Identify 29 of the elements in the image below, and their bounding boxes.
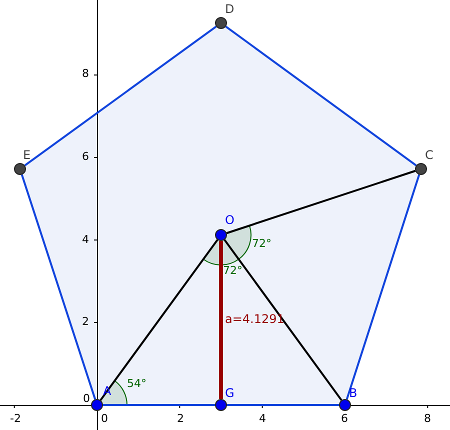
tick-label: 2 xyxy=(82,315,89,329)
tick-label: 6 xyxy=(341,412,348,426)
line-segment xyxy=(346,174,420,400)
tick-label: 0 xyxy=(101,412,108,426)
tick-label: 0 xyxy=(83,392,90,406)
point-label: G xyxy=(225,386,234,400)
line-segment xyxy=(219,241,223,399)
tick-label: 6 xyxy=(82,150,89,164)
point-label: B xyxy=(349,386,358,400)
line-segment xyxy=(226,170,416,234)
angle-label: 54° xyxy=(127,377,146,391)
line-segment xyxy=(224,239,342,401)
point-label: E xyxy=(23,148,31,162)
point-label: D xyxy=(225,2,234,16)
tick-label: 8 xyxy=(424,412,431,426)
tick-label: -2 xyxy=(10,412,21,426)
tick-label: 4 xyxy=(259,412,266,426)
point-label: O xyxy=(225,213,234,227)
tick-label: 4 xyxy=(82,233,89,247)
tick-label: 2 xyxy=(177,412,184,426)
tick-label: 8 xyxy=(82,67,89,81)
line-segment xyxy=(225,26,417,166)
angle-label: 72° xyxy=(252,237,272,251)
line-segment xyxy=(100,239,218,401)
line-segment xyxy=(103,404,339,406)
point-label: C xyxy=(425,148,434,162)
angle-label: 72° xyxy=(223,264,242,278)
line-segment xyxy=(20,174,96,400)
line-segment xyxy=(24,26,217,166)
